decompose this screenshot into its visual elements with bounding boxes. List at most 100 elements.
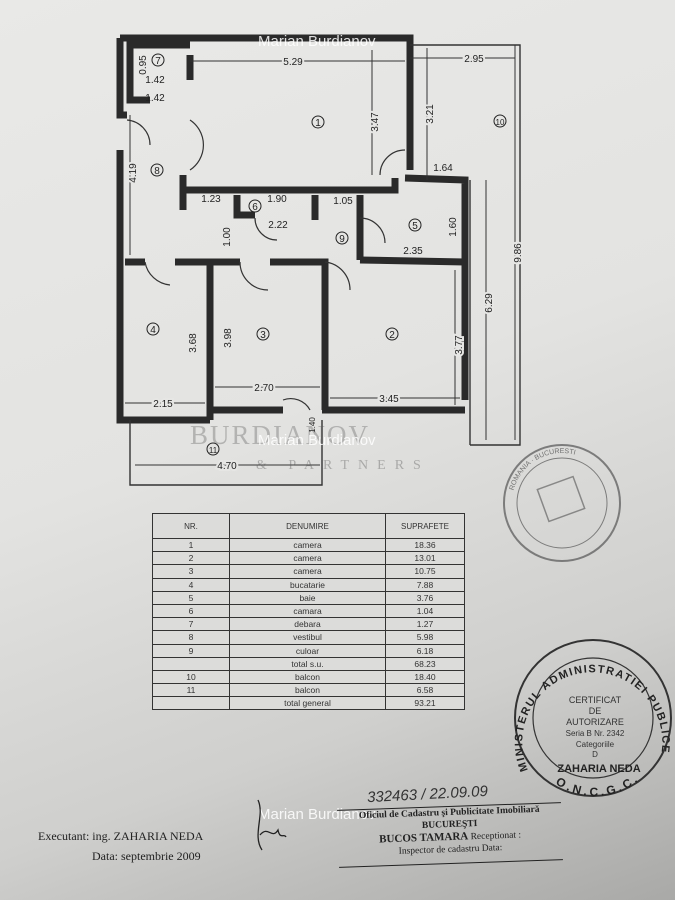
room-10: 10 (496, 118, 505, 127)
executant: Executant: ing. ZAHARIA NEDA (38, 829, 204, 843)
cell-suprafata: 6.58 (385, 683, 465, 698)
dim-label: 3.77 (454, 335, 465, 355)
cell-nr: 2 (152, 551, 230, 566)
cell-denumire: camera (229, 537, 386, 553)
dimension-labels: 0.95 1.42 1.42 5.29 2.95 3.47 3.21 1.64 … (126, 52, 526, 474)
cell-nr: 11 (152, 683, 230, 698)
cell-nr (152, 696, 230, 711)
dim-label: 1.00 (222, 227, 233, 247)
dim-label: 5.29 (283, 57, 303, 68)
cell-suprafata: 7.88 (385, 577, 465, 592)
date2: Data: (481, 843, 503, 854)
cell-suprafata: 1.04 (385, 603, 465, 619)
cell-suprafata: 3.76 (385, 590, 465, 605)
office-stamp: Oficiul de Cadastru şi Publicitate Imobi… (337, 802, 563, 868)
cell-nr: 7 (152, 617, 230, 632)
receptionat: Receptionat : (470, 830, 522, 843)
cell-denumire: baie (229, 590, 386, 605)
dim-label: 1.40 (308, 417, 317, 433)
dim-label: 4.70 (217, 461, 237, 472)
watermark: Marian Burdianov (258, 432, 376, 449)
room-4: 4 (150, 325, 156, 336)
logo-name: BURDIANOV (190, 420, 370, 450)
cell-suprafata: 18.40 (385, 669, 465, 685)
cell-denumire: culoar (229, 643, 386, 658)
logo-sub: & PARTNERS (256, 458, 430, 473)
cell-denumire: debara (229, 617, 386, 632)
col-nr: NR. (152, 513, 230, 539)
stamp-top-text: ROMANIA · BUCURESTI (509, 448, 577, 491)
cell-denumire: camara (229, 603, 386, 619)
dim-label: 2.35 (403, 246, 423, 257)
door-swings (126, 119, 406, 411)
cell-nr: 10 (152, 669, 230, 685)
inspector-title: Inspector de cadastru (398, 843, 480, 857)
dim-label: 1.42 (145, 93, 165, 104)
room-11: 11 (209, 446, 218, 455)
dimension-lines (125, 45, 516, 466)
cell-nr: 1 (152, 537, 230, 553)
dim-label: 1.64 (433, 163, 453, 174)
room-9: 9 (339, 234, 345, 245)
dim-label: 6.29 (484, 293, 495, 313)
balconies (129, 44, 521, 486)
dim-label: 2.15 (153, 399, 173, 410)
cell-suprafata: 93.21 (385, 696, 465, 711)
cell-nr: 4 (152, 577, 230, 592)
cell-nr: 3 (152, 564, 230, 579)
dim-label: 4.19 (128, 163, 139, 183)
dim-label: 2.70 (254, 383, 274, 394)
stamp-certificate (514, 639, 672, 797)
cell-nr: 9 (152, 643, 230, 658)
signature (257, 799, 287, 851)
dim-label: 1.60 (448, 217, 459, 237)
room-5: 5 (412, 221, 418, 232)
cell-denumire: bucatarie (229, 577, 386, 592)
cell-nr (152, 656, 230, 671)
cell-suprafata: 10.75 (385, 564, 465, 579)
watermark: Marian Burdianov (258, 33, 376, 50)
dim-label: 2.95 (464, 54, 484, 65)
dim-label: 9.86 (513, 243, 524, 263)
cell-denumire: total s.u. (229, 656, 386, 671)
cell-suprafata: 6.18 (385, 643, 465, 658)
cell-suprafata: 13.01 (385, 551, 465, 566)
table-row: total s.u.68.23 (152, 656, 465, 671)
cell-denumire: total general (229, 696, 386, 711)
dim-label: 3.21 (425, 104, 436, 124)
dim-label: 1.23 (201, 194, 221, 205)
room-6: 6 (252, 202, 258, 213)
cell-suprafata: 1.27 (385, 617, 465, 632)
cell-denumire: balcon (229, 683, 386, 698)
room-1: 1 (315, 118, 321, 129)
cell-suprafata: 18.36 (385, 537, 465, 553)
dim-label: 3.47 (370, 112, 381, 132)
logo: BURDIANOV (190, 420, 370, 451)
dim-label: 2.22 (268, 220, 288, 231)
cell-denumire: vestibul (229, 630, 386, 645)
room-numbers: 1 2 3 4 5 6 7 8 9 10 11 (146, 53, 507, 456)
col-denumire: DENUMIRE (229, 513, 386, 539)
room-8: 8 (154, 166, 160, 177)
dim-label: 3.68 (188, 333, 199, 353)
dim-label: 3.45 (379, 394, 399, 405)
dim-label: 1.42 (145, 75, 165, 86)
cell-nr: 5 (152, 590, 230, 605)
stamp-top: ROMANIA · BUCURESTI (503, 444, 621, 562)
cell-suprafata: 5.98 (385, 630, 465, 645)
room-3: 3 (260, 330, 266, 341)
cell-nr: 8 (152, 630, 230, 645)
watermark: Marian Burdianov (258, 806, 376, 823)
